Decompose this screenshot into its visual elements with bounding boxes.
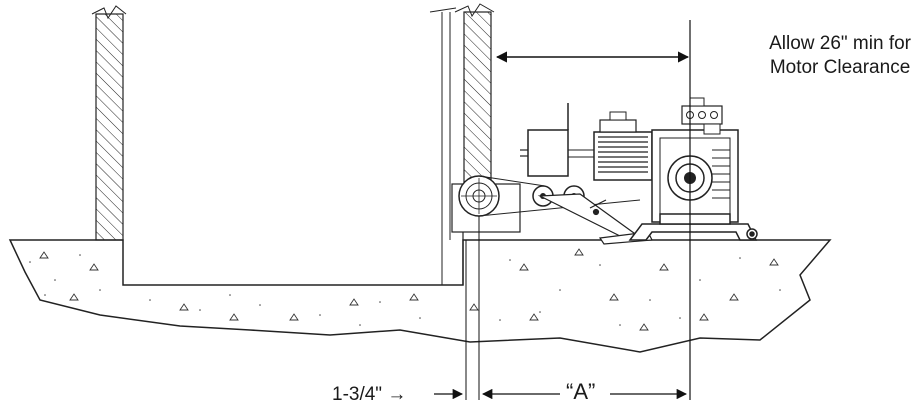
bottom-dimensions [434, 216, 688, 400]
concrete-speckles [29, 254, 781, 326]
clearance-dimension [495, 20, 691, 400]
concrete-slab [8, 239, 832, 353]
a-dimension-label: “A” [566, 379, 596, 404]
gearbox-ribs [712, 149, 730, 199]
motor-cooling-fins [598, 136, 648, 173]
door-frame [429, 7, 520, 285]
motor-clearance-note: Allow 26" min for Motor Clearance [769, 32, 911, 80]
motor [520, 103, 653, 181]
drum-pulley [451, 175, 521, 233]
left-wall [91, 5, 127, 241]
belt [478, 175, 641, 217]
concrete-aggregate [39, 248, 779, 331]
gearbox [651, 97, 739, 223]
base-frame [628, 213, 758, 241]
note-line-1: Allow 26" min for [769, 33, 911, 54]
offset-dimension-label: 1-3/4" → [332, 384, 407, 405]
note-line-2: Motor Clearance [769, 57, 911, 78]
